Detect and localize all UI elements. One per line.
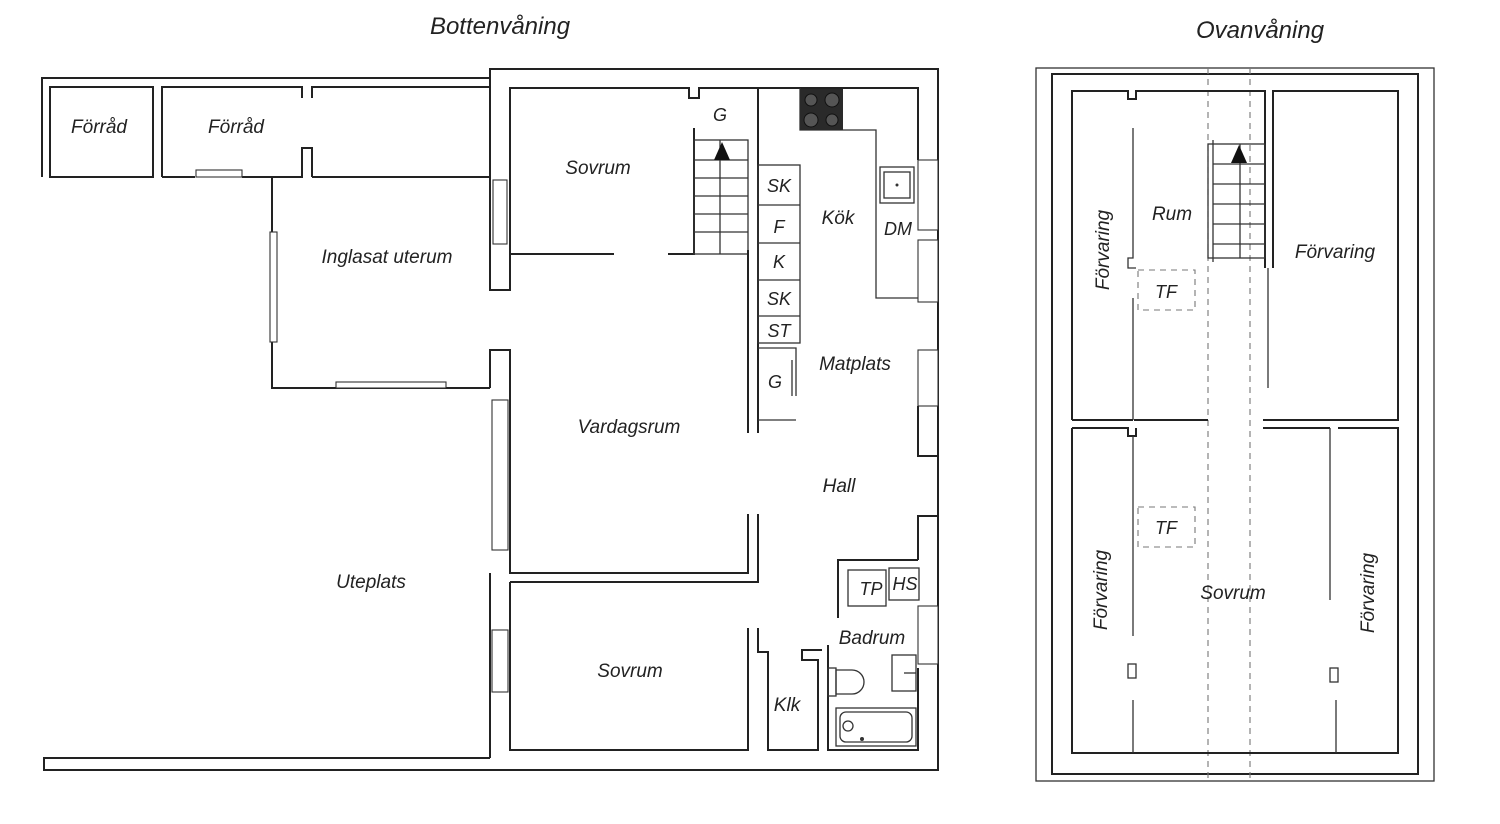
fixture-label-sk-1: SK: [767, 176, 792, 196]
dining-window: [917, 349, 939, 407]
fixture-label-tf-2: TF: [1155, 518, 1178, 538]
room-label-kitchen: Kök: [822, 208, 856, 229]
bathroom-wall-top: [837, 559, 918, 618]
dryer-cabinet-icon: [888, 567, 920, 601]
storage-2-wall-bottom-b: [242, 147, 313, 178]
kitchen-counter-left: [757, 164, 801, 344]
sunroom-wall: [271, 177, 490, 389]
annex-outer-wall: [41, 77, 490, 177]
fixture-label-dishwasher: DM: [884, 219, 912, 239]
storage-2-wall-left: [161, 86, 303, 177]
tf-box-2: [1137, 506, 1196, 548]
room-label-storage-bottom-right: Förvaring: [1358, 552, 1379, 633]
bedroom-wall-top-left: [1072, 427, 1137, 437]
east-wall-segment-2: [917, 515, 938, 560]
living-room-wall: [489, 349, 749, 574]
upper-stair-arrow-icon: [1231, 145, 1247, 163]
fixture-label-dryer: HS: [892, 574, 917, 594]
room-label-living-room: Vardagsrum: [578, 417, 681, 438]
tf-box-1: [1137, 269, 1196, 311]
closet-wall: [758, 347, 797, 396]
kitchen-window-1: [917, 159, 939, 231]
room-label-bedroom-1: Sovrum: [565, 158, 630, 179]
fixture-label-closet-hall: G: [768, 372, 782, 392]
ground-stairs: [693, 139, 749, 255]
stair-wall: [668, 128, 695, 255]
wardrobe-wall: [757, 628, 822, 751]
bathroom-window: [917, 605, 939, 665]
toilet-icon: [827, 667, 865, 697]
bedroom-window: [492, 179, 508, 245]
washer-icon: [847, 569, 887, 607]
fixture-label-closet-stair: G: [713, 105, 727, 125]
ground-floor-title: Bottenvåning: [430, 13, 571, 40]
storage-2-wall-top: [311, 86, 490, 98]
room-label-rum: Rum: [1152, 204, 1192, 225]
sunroom-window: [269, 231, 278, 343]
room-label-storage-bottom-left: Förvaring: [1091, 549, 1112, 630]
room-label-hall: Hall: [823, 476, 857, 497]
storage-1-wall: [49, 86, 154, 178]
bedroom2-north-wall: [510, 514, 759, 583]
room-label-bedroom-2: Sovrum: [597, 661, 662, 682]
fixture-label-tf-1: TF: [1155, 282, 1178, 302]
room-label-wardrobe: Klk: [774, 695, 802, 716]
bathtub-icon: [835, 707, 917, 747]
basin-icon: [891, 654, 917, 692]
bathroom-wall: [827, 645, 919, 751]
room-label-storage-1: Förråd: [71, 117, 128, 138]
sunroom-slide-door: [335, 381, 447, 389]
stair-arrow-icon: [714, 142, 730, 160]
ground-floor-plan: [41, 68, 939, 771]
fixture-label-washer: TP: [859, 579, 882, 599]
storage-top-right-wall: [1263, 90, 1399, 421]
bedroom-outer: [1071, 427, 1399, 754]
fixture-label-f: F: [774, 217, 786, 237]
east-wall-segment: [917, 406, 938, 457]
room-label-sunroom: Inglasat uterum: [322, 247, 453, 268]
upper-outer-roof: [1035, 67, 1435, 782]
bedroom2-window: [491, 629, 509, 693]
room-label-upper-bedroom: Sovrum: [1200, 583, 1265, 604]
storage-door: [195, 169, 243, 178]
room-label-storage-top-left: Förvaring: [1093, 209, 1114, 290]
living-window: [491, 399, 509, 551]
room-label-dining: Matplats: [819, 354, 891, 375]
fixture-label-k: K: [773, 252, 786, 272]
room-label-patio: Uteplats: [336, 572, 406, 593]
upper-floor-plan: [1035, 67, 1435, 782]
kitchen-window-2: [917, 239, 939, 303]
upper-floor-title: Ovanvåning: [1196, 17, 1325, 44]
room-wall-top: [1071, 90, 1266, 420]
room-label-storage-top-right: Förvaring: [1295, 242, 1376, 263]
kitchen-sink-icon: [879, 166, 915, 204]
house-inner-north: [489, 87, 919, 291]
fixture-label-st: ST: [767, 321, 792, 341]
main-outer-wall: [43, 68, 939, 771]
room-label-bathroom: Badrum: [839, 628, 906, 649]
upper-stairs: [1207, 140, 1266, 262]
room-label-storage-2: Förråd: [208, 117, 265, 138]
fixture-label-sk-2: SK: [767, 289, 792, 309]
bedroom2-wall: [509, 582, 749, 751]
upper-outer-wall: [1051, 73, 1419, 775]
